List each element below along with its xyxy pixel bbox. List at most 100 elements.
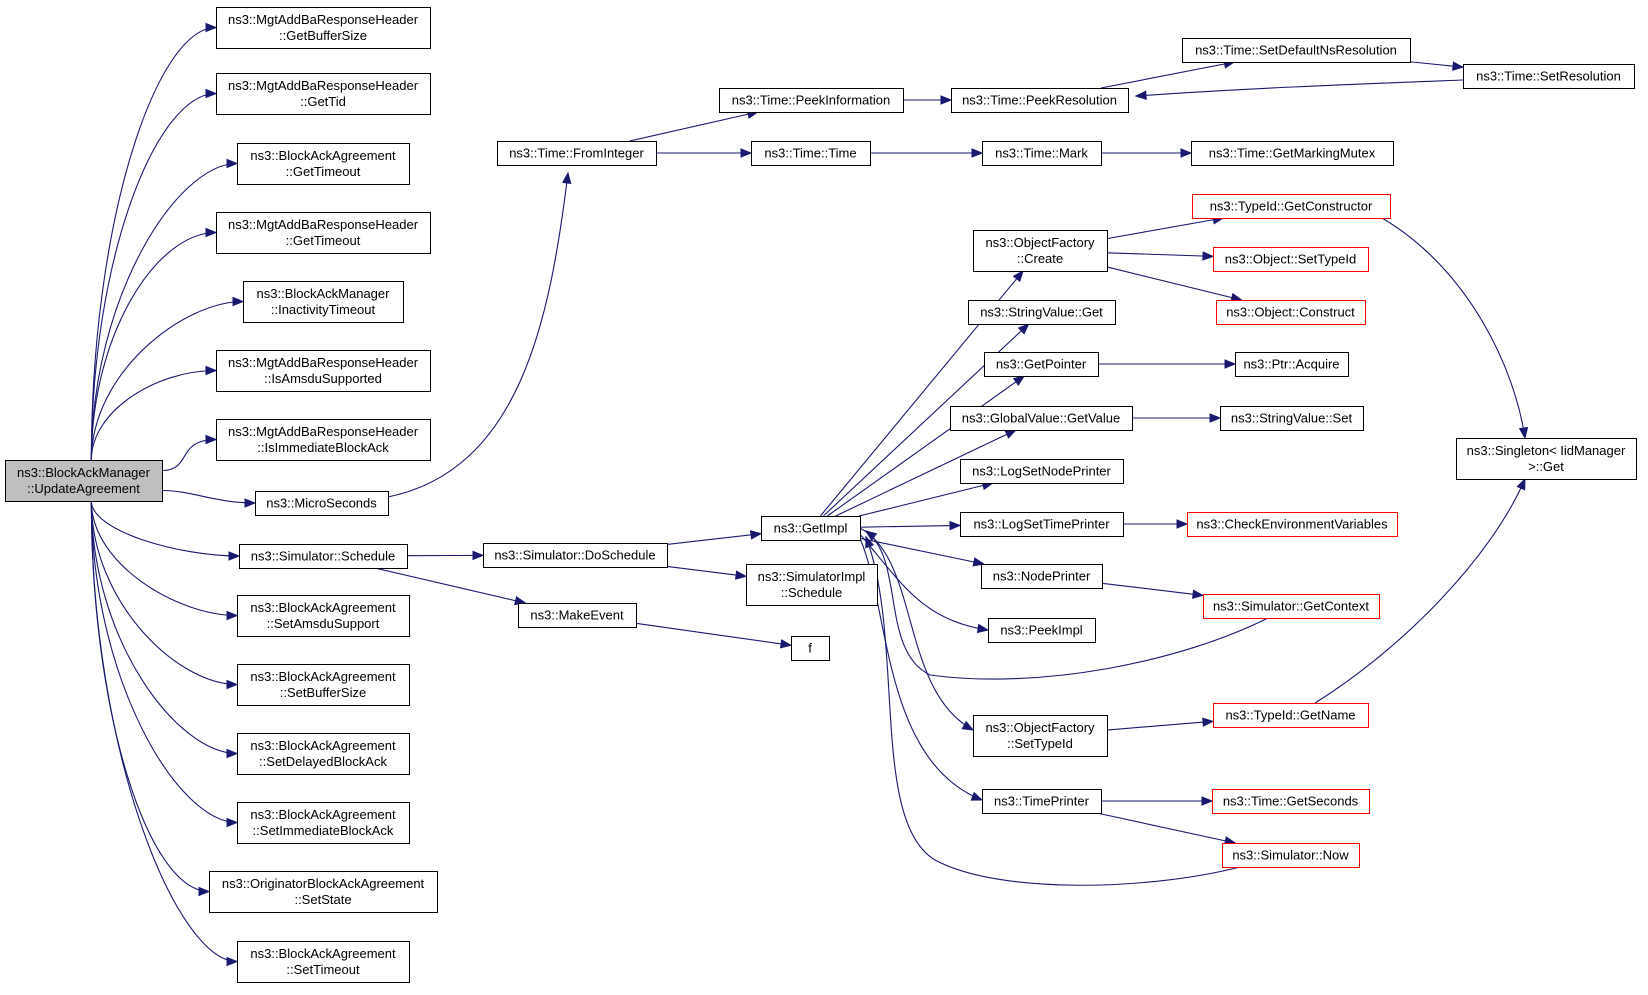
node-sim_schedule[interactable]: ns3::Simulator::Schedule (239, 544, 408, 569)
node-bag_setbufsize[interactable]: ns3::BlockAckAgreement::SetBufferSize (237, 664, 410, 706)
node-lognodeprinter[interactable]: ns3::LogSetNodePrinter (960, 459, 1124, 484)
node-time_mark[interactable]: ns3::Time::Mark (982, 141, 1102, 166)
edge-root-to-resp_gettimeout (90, 227, 218, 461)
node-box (1191, 141, 1394, 166)
node-label-line: ns3::OriginatorBlockAckAgreement (222, 876, 425, 891)
node-microseconds[interactable]: ns3::MicroSeconds (255, 491, 389, 516)
node-label-line: ns3::CheckEnvironmentVariables (1196, 517, 1388, 532)
node-typeid_getname[interactable]: ns3::TypeId::GetName (1213, 703, 1369, 728)
node-typeid_getctor[interactable]: ns3::TypeId::GetConstructor (1192, 194, 1391, 219)
node-bag_gettimeout[interactable]: ns3::BlockAckAgreement::GetTimeout (237, 143, 410, 185)
node-getpointer[interactable]: ns3::GetPointer (984, 352, 1099, 377)
node-resp_tid[interactable]: ns3::MgtAddBaResponseHeader::GetTid (216, 73, 431, 115)
node-timeprinter[interactable]: ns3::TimePrinter (982, 789, 1102, 814)
node-time_setdefault[interactable]: ns3::Time::SetDefaultNsResolution (1182, 38, 1411, 63)
node-ptr_acquire[interactable]: ns3::Ptr::Acquire (1235, 352, 1349, 377)
arrowhead (1012, 375, 1026, 386)
node-sim_getcontext[interactable]: ns3::Simulator::GetContext (1203, 594, 1380, 619)
node-singleton_get[interactable]: ns3::Singleton< IidManager>::Get (1456, 438, 1637, 480)
node-box (5, 460, 163, 502)
node-bag_setamsdu[interactable]: ns3::BlockAckAgreement::SetAmsduSupport (237, 595, 410, 637)
node-box (1220, 406, 1364, 431)
node-resp_immba[interactable]: ns3::MgtAddBaResponseHeader::IsImmediate… (216, 419, 431, 461)
node-bag_settimeout[interactable]: ns3::BlockAckAgreement::SetTimeout (237, 941, 410, 983)
node-box (988, 618, 1096, 643)
node-box (982, 141, 1102, 166)
node-label-line: ns3::GetImpl (774, 521, 848, 536)
arrowhead (734, 570, 748, 580)
node-getimpl[interactable]: ns3::GetImpl (761, 516, 861, 541)
node-box (960, 459, 1124, 484)
arrowhead (1452, 61, 1465, 71)
node-time_peekinfo[interactable]: ns3::Time::PeekInformation (719, 88, 904, 113)
node-f[interactable]: f (791, 636, 830, 661)
node-box (497, 141, 657, 166)
arrowhead (1004, 429, 1018, 439)
node-globalvalue_getvalue[interactable]: ns3::GlobalValue::GetValue (950, 406, 1133, 431)
node-label-line: ns3::MgtAddBaResponseHeader (228, 355, 419, 370)
arrowhead (226, 158, 239, 169)
node-stringvalue_get[interactable]: ns3::StringValue::Get (968, 300, 1116, 325)
node-object_construct[interactable]: ns3::Object::Construct (1216, 300, 1366, 325)
arrowhead (864, 530, 878, 542)
arrowhead (1209, 413, 1222, 423)
node-label-line: ns3::GetPointer (996, 357, 1087, 372)
node-sim_doschedule[interactable]: ns3::Simulator::DoSchedule (483, 543, 668, 568)
node-root[interactable]: ns3::BlockAckManager::UpdateAgreement (5, 460, 163, 502)
edge-root-to-resp_bufsize (90, 22, 218, 461)
node-time_setres[interactable]: ns3::Time::SetResolution (1463, 64, 1635, 89)
node-label-line: ns3::Time::SetDefaultNsResolution (1195, 43, 1397, 58)
node-bag_setdelayed[interactable]: ns3::BlockAckAgreement::SetDelayedBlockA… (237, 733, 410, 775)
node-bam_inactivity[interactable]: ns3::BlockAckManager::InactivityTimeout (243, 281, 404, 323)
node-label-line: ::GetTimeout (286, 233, 361, 248)
node-nodeprinter[interactable]: ns3::NodePrinter (981, 564, 1103, 589)
node-box (1192, 194, 1391, 219)
arrowhead (472, 550, 485, 561)
node-object_settypeid[interactable]: ns3::Object::SetTypeId (1213, 247, 1369, 272)
node-simimpl_schedule[interactable]: ns3::SimulatorImpl::Schedule (746, 564, 878, 606)
node-resp_amsdu[interactable]: ns3::MgtAddBaResponseHeader::IsAmsduSupp… (216, 350, 431, 392)
node-time_getseconds[interactable]: ns3::Time::GetSeconds (1212, 789, 1370, 814)
node-label-line: f (808, 641, 812, 656)
node-label-line: ns3::Singleton< IidManager (1467, 443, 1626, 458)
arrowhead (1202, 717, 1215, 727)
node-resp_bufsize[interactable]: ns3::MgtAddBaResponseHeader::GetBufferSi… (216, 7, 431, 49)
node-box (239, 544, 408, 569)
node-label-line: >::Get (1528, 459, 1564, 474)
node-label-line: ns3::ObjectFactory (985, 235, 1095, 250)
node-time_peekres[interactable]: ns3::Time::PeekResolution (951, 88, 1129, 113)
arrowhead (1017, 323, 1030, 335)
node-time_fromint[interactable]: ns3::Time::FromInteger (497, 141, 657, 166)
node-obag_setstate[interactable]: ns3::OriginatorBlockAckAgreement::SetSta… (209, 871, 438, 913)
node-objfact_create[interactable]: ns3::ObjectFactory::Create (973, 230, 1108, 272)
node-make_event[interactable]: ns3::MakeEvent (518, 603, 637, 628)
node-time_mutex[interactable]: ns3::Time::GetMarkingMutex (1191, 141, 1394, 166)
node-box (237, 802, 410, 844)
call-edges (90, 22, 1529, 967)
node-checkenv[interactable]: ns3::CheckEnvironmentVariables (1187, 512, 1398, 537)
node-label-line: ::SetDelayedBlockAck (259, 754, 387, 769)
node-logtimeprinter[interactable]: ns3::LogSetTimePrinter (960, 512, 1124, 537)
arrowhead (244, 498, 257, 508)
node-label-line: ns3::StringValue::Get (980, 305, 1103, 320)
node-stringvalue_set[interactable]: ns3::StringValue::Set (1220, 406, 1364, 431)
edge-root-to-bam_inactivity (90, 296, 245, 461)
edge-root-to-bag_setimmediate (90, 500, 239, 828)
edge-time_setdefault-to-time_setres (1409, 61, 1465, 71)
node-box (984, 352, 1099, 377)
node-resp_gettimeout[interactable]: ns3::MgtAddBaResponseHeader::GetTimeout (216, 212, 431, 254)
node-label-line: ns3::TimePrinter (994, 794, 1090, 809)
node-bag_setimmediate[interactable]: ns3::BlockAckAgreement::SetImmediateBloc… (237, 802, 410, 844)
node-objfact_settypeid[interactable]: ns3::ObjectFactory::SetTypeId (973, 715, 1108, 757)
node-peekimpl[interactable]: ns3::PeekImpl (988, 618, 1096, 643)
edge-root-to-bag_settimeout (90, 500, 239, 967)
arrowhead (205, 434, 218, 445)
node-box (243, 281, 404, 323)
node-label-line: ns3::Time::Time (764, 146, 856, 161)
node-label-line: ::SetAmsduSupport (267, 616, 380, 631)
node-label-line: ns3::MakeEvent (530, 608, 624, 623)
edge-typeid_getname-to-singleton_get (1314, 477, 1526, 704)
node-label-line: ns3::MgtAddBaResponseHeader (228, 424, 419, 439)
node-time_time[interactable]: ns3::Time::Time (751, 141, 871, 166)
node-sim_now[interactable]: ns3::Simulator::Now (1222, 843, 1360, 868)
